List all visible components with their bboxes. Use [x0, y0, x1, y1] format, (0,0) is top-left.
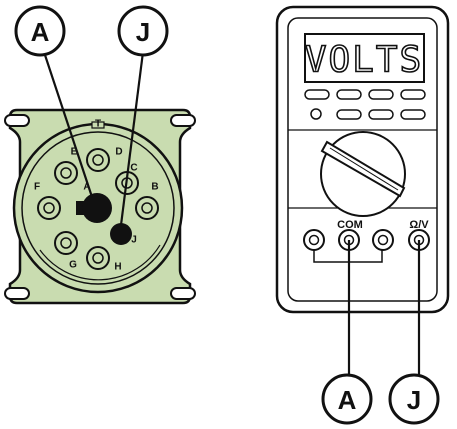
lcd-display [304, 33, 425, 83]
pin-d [86, 148, 110, 172]
callout-connector-a: A [14, 5, 66, 57]
meter-button-5[interactable] [336, 109, 362, 120]
connector-key [91, 121, 105, 129]
pin-label-f: F [34, 182, 40, 193]
pin-h [86, 246, 110, 270]
pin-label-j: J [131, 235, 137, 246]
coupling-arc [39, 244, 161, 281]
pin-label-c: C [130, 163, 137, 174]
pin-f [37, 196, 61, 220]
callout-connector-j: J [117, 5, 169, 57]
probe-tip-j [110, 223, 132, 245]
ohm-volt-jack-label: Ω/V [409, 219, 429, 231]
callout-meter-j: J [388, 373, 440, 425]
leader-line-connector-j [119, 51, 145, 226]
pin-a-key [76, 201, 86, 215]
connector-diagram: T [4, 51, 196, 305]
meter-button-1[interactable] [304, 89, 330, 100]
lcd-display-text: VOLTS [305, 40, 423, 81]
pin-label-e: E [71, 147, 78, 158]
meter-indicator-light [310, 108, 322, 120]
mount-slot-tl [4, 114, 30, 127]
pin-label-a: A [83, 182, 90, 193]
meter-button-4[interactable] [400, 89, 426, 100]
pin-label-h: H [114, 262, 121, 273]
svg-text:A: A [338, 385, 357, 415]
pin-label-d: D [115, 147, 122, 158]
jack-1[interactable] [303, 229, 325, 251]
pin-label-g: G [69, 260, 77, 271]
jack-3[interactable] [372, 229, 394, 251]
pin-label-b: B [151, 182, 158, 193]
meter-button-3[interactable] [368, 89, 394, 100]
probe-tip-a [82, 193, 112, 223]
meter-button-7[interactable] [400, 109, 426, 120]
multimeter: VOLTS COM Ω/V [275, 5, 450, 375]
svg-text:J: J [407, 385, 421, 415]
com-jack-label: COM [337, 219, 363, 231]
meter-button-2[interactable] [336, 89, 362, 100]
pin-b [135, 196, 159, 220]
svg-text:A: A [31, 17, 50, 47]
pin-e [54, 161, 78, 185]
meter-button-6[interactable] [368, 109, 394, 120]
svg-text:J: J [136, 17, 150, 47]
mount-slot-tr [170, 114, 196, 127]
pin-label-t: T [95, 119, 101, 130]
mount-slot-bl [4, 287, 30, 300]
leader-line-connector-a [42, 51, 94, 198]
mount-slot-br [170, 287, 196, 300]
callout-meter-a: A [321, 373, 373, 425]
pin-g [54, 231, 78, 255]
selector-dial-pointer-mark [329, 147, 399, 191]
meter-inner-frame [287, 17, 438, 302]
